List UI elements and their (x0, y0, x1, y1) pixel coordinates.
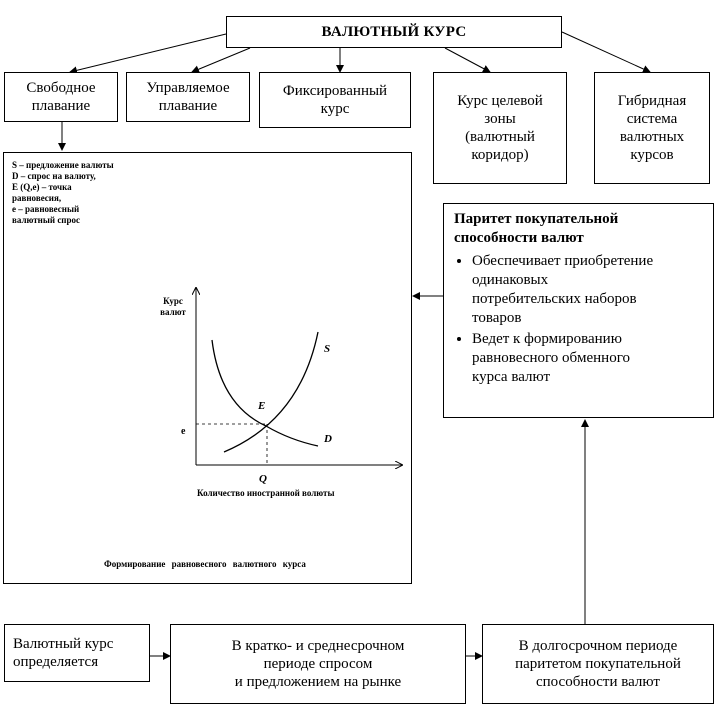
parity-heading-line: способности валют (454, 230, 584, 246)
regime-line: система (626, 111, 678, 127)
supply-label: S (324, 343, 330, 355)
y-label-line: валют (160, 307, 186, 317)
parity-bullet: Обеспечивает приобретение одинаковых пот… (472, 252, 703, 328)
parity-box: Паритет покупательной способности валют … (443, 203, 714, 418)
x-axis-label: Количество иностранной волюты (197, 488, 334, 498)
flow-line: определяется (13, 654, 99, 670)
regime-line: Управляемое (146, 80, 230, 96)
tick-e-label: e (181, 426, 186, 437)
arrow-title-to-hybrid (561, 31, 651, 73)
regime-target-zone: Курс целевой зоны (валютный коридор) (433, 72, 567, 184)
regime-line: Свободное (26, 80, 96, 96)
parity-heading: Паритет покупательной способности валют (454, 210, 703, 248)
flow-line: В кратко- и среднесрочном (231, 638, 405, 654)
regime-line: (валютный (465, 129, 535, 145)
legend-line: равновесия, (12, 193, 62, 203)
regime-line: валютных (619, 129, 685, 145)
equilibrium-label: E (257, 400, 265, 412)
arrow-title-to-target-zone (444, 47, 491, 73)
arrow-title-to-managed-float (191, 47, 251, 74)
regime-line: плавание (158, 98, 218, 114)
flow-line: паритетом покупательной (515, 656, 681, 672)
regime-line: коридор) (471, 147, 529, 163)
graph-y-label: Курс валют (152, 296, 194, 318)
regime-line: курсов (630, 147, 674, 163)
regime-hybrid: Гибридная система валютных курсов (594, 72, 710, 184)
regime-line: Фиксированный (282, 83, 388, 99)
flow-box-long-term: В долгосрочном периоде паритетом покупате… (482, 624, 714, 704)
flow-line: периоде спросом (263, 656, 373, 672)
bullet-line: курса валют (472, 369, 551, 385)
demand-curve (211, 339, 319, 447)
graph-legend: S – предложение валюты D – спрос на валю… (12, 160, 172, 226)
bullet-line: Ведет к формированию (472, 331, 622, 347)
flow-line: В долгосрочном периоде (518, 638, 678, 654)
regime-line: Курс целевой (457, 93, 543, 109)
title-box: ВАЛЮТНЫЙ КУРС (226, 16, 562, 48)
flow-box-short-term: В кратко- и среднесрочном периоде спросом… (170, 624, 466, 704)
legend-line: D – спрос на валюту, (12, 171, 96, 181)
regime-fixed: Фиксированный курс (259, 72, 411, 128)
supply-curve (223, 331, 319, 453)
legend-line: e – равновесный (12, 204, 80, 214)
legend-line: валютный спрос (12, 215, 80, 225)
graph-caption: Формирование равновесного валютного курс… (104, 559, 306, 569)
bullet-line: товаров (472, 310, 522, 326)
parity-heading-line: Паритет покупательной (454, 211, 619, 227)
demand-label: D (323, 433, 332, 445)
bullet-line: Обеспечивает приобретение (472, 253, 654, 269)
parity-bullet: Ведет к формированию равновесного обменн… (472, 330, 703, 387)
regime-line: плавание (31, 98, 91, 114)
bullet-line: потребительских наборов (472, 291, 637, 307)
flow-line: и предложением на рынке (234, 674, 402, 690)
flow-box-determined: Валютный курс определяется (4, 624, 150, 682)
graph-panel (3, 152, 412, 584)
legend-line: E (Q,e) – точка (12, 182, 72, 192)
flow-line: Валютный курс (13, 636, 114, 652)
regime-managed-float: Управляемое плавание (126, 72, 250, 122)
regime-free-float: Свободное плавание (4, 72, 118, 122)
bullet-line: одинаковых (472, 272, 549, 288)
legend-line: S – предложение валюты (12, 160, 114, 170)
regime-line: зоны (484, 111, 516, 127)
regime-line: курс (320, 101, 350, 117)
regime-line: Гибридная (617, 93, 687, 109)
arrow-title-to-free-float (69, 33, 227, 75)
bullet-line: равновесного обменного (472, 350, 630, 366)
y-label-line: Курс (163, 296, 183, 306)
parity-bullets: Обеспечивает приобретение одинаковых пот… (454, 252, 703, 387)
flow-line: способности валют (536, 674, 660, 690)
title-text: ВАЛЮТНЫЙ КУРС (321, 24, 467, 40)
tick-q-label: Q (259, 473, 267, 485)
